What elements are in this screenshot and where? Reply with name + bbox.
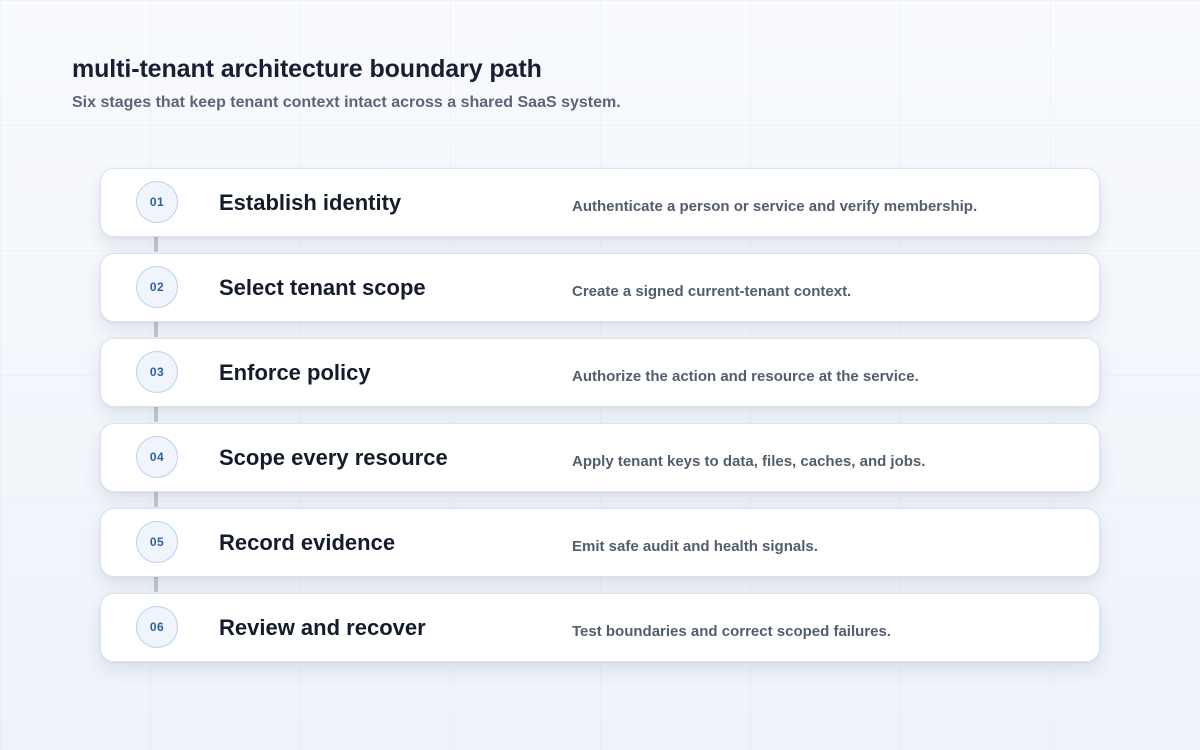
stage-number-badge: 05 — [136, 521, 178, 563]
stage-title: Review and recover — [219, 615, 426, 640]
stage-connector — [154, 491, 158, 507]
stage-description: Apply tenant keys to data, files, caches… — [572, 453, 926, 470]
stage-number-badge: 03 — [136, 351, 178, 393]
stage-connector — [154, 576, 158, 592]
stage-title: Scope every resource — [219, 445, 448, 470]
stage-description: Create a signed current-tenant context. — [572, 283, 852, 300]
stage-title: Establish identity — [219, 190, 402, 215]
stage-card-enforce-policy: 03 Enforce policy Authorize the action a… — [100, 338, 1100, 407]
stage-title: Select tenant scope — [219, 275, 426, 300]
stage-number-badge: 01 — [136, 181, 178, 223]
stage-connector — [154, 406, 158, 422]
stage-number-badge: 04 — [136, 436, 178, 478]
stage-description: Authorize the action and resource at the… — [572, 368, 919, 385]
stage-card-record-evidence: 05 Record evidence Emit safe audit and h… — [100, 508, 1100, 577]
stage-connector — [154, 321, 158, 337]
page-title: multi-tenant architecture boundary path — [72, 55, 542, 83]
stage-number-badge: 02 — [136, 266, 178, 308]
stage-title: Enforce policy — [219, 360, 371, 385]
page-header: multi-tenant architecture boundary path … — [72, 54, 1072, 113]
stage-card-select-tenant-scope: 02 Select tenant scope Create a signed c… — [100, 253, 1100, 322]
stage-description: Emit safe audit and health signals. — [572, 538, 818, 555]
stage-description: Test boundaries and correct scoped failu… — [572, 623, 891, 640]
stage-connector — [154, 236, 158, 252]
stage-list: 01 Establish identity Authenticate a per… — [100, 168, 1100, 688]
stage-number-badge: 06 — [136, 606, 178, 648]
stage-card-establish-identity: 01 Establish identity Authenticate a per… — [100, 168, 1100, 237]
stage-card-review-and-recover: 06 Review and recover Test boundaries an… — [100, 593, 1100, 662]
stage-card-scope-every-resource: 04 Scope every resource Apply tenant key… — [100, 423, 1100, 492]
page-subtitle: Six stages that keep tenant context inta… — [72, 94, 621, 111]
stage-title: Record evidence — [219, 530, 396, 555]
stage-description: Authenticate a person or service and ver… — [572, 198, 978, 215]
